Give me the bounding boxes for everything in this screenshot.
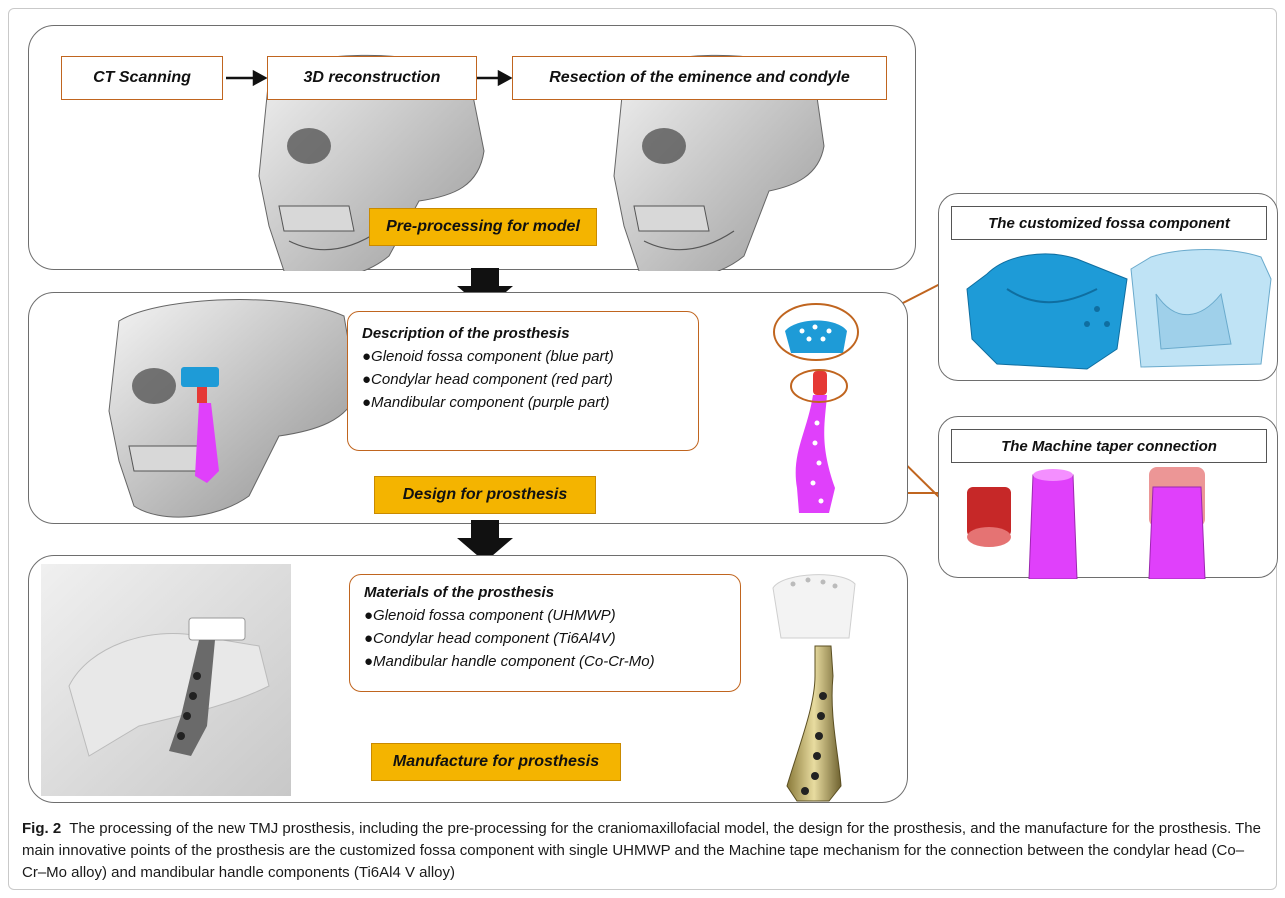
step-resection: Resection of the eminence and condyle bbox=[512, 56, 887, 100]
description-item: ●Mandibular component (purple part) bbox=[362, 391, 684, 414]
taper-detail-title: The Machine taper connection bbox=[951, 429, 1267, 463]
materials-box: Materials of the prosthesis ●Glenoid fos… bbox=[349, 574, 741, 692]
preprocessing-panel: CT Scanning 3D reconstruction Resection … bbox=[28, 25, 916, 270]
taper-separate-view bbox=[967, 469, 1077, 579]
prosthesis-description-box: Description of the prosthesis ●Glenoid f… bbox=[347, 311, 699, 451]
fossa-detail-title: The customized fossa component bbox=[951, 206, 1267, 240]
fossa-solid-view bbox=[967, 254, 1127, 369]
uhmwp-fossa-part bbox=[773, 575, 855, 638]
description-item: ●Glenoid fossa component (blue part) bbox=[362, 345, 684, 368]
description-title: Description of the prosthesis bbox=[362, 322, 684, 345]
prosthesis-exploded bbox=[785, 321, 847, 514]
step-ct-scanning: CT Scanning bbox=[61, 56, 223, 100]
materials-item: ●Mandibular handle component (Co-Cr-Mo) bbox=[364, 650, 726, 673]
metal-mandibular-part bbox=[787, 646, 841, 801]
description-item: ●Condylar head component (red part) bbox=[362, 368, 684, 391]
arrow-2 bbox=[476, 72, 510, 84]
caption-text: The processing of the new TMJ prosthesis… bbox=[22, 820, 1261, 881]
step-3d-reconstruction: 3D reconstruction bbox=[267, 56, 477, 100]
materials-item: ●Glenoid fossa component (UHMWP) bbox=[364, 604, 726, 627]
manufactured-model-photo bbox=[41, 564, 291, 796]
figure-caption: Fig. 2 The processing of the new TMJ pro… bbox=[22, 818, 1267, 884]
taper-detail-panel: The Machine taper connection bbox=[938, 416, 1278, 578]
figure-label: Fig. 2 bbox=[22, 820, 61, 837]
fossa-detail-panel: The customized fossa component bbox=[938, 193, 1278, 381]
manufacture-panel: Materials of the prosthesis ●Glenoid fos… bbox=[28, 555, 908, 803]
stage-label-preprocessing: Pre-processing for model bbox=[369, 208, 597, 246]
skull-with-prosthesis bbox=[109, 300, 357, 518]
stage-label-design: Design for prosthesis bbox=[374, 476, 596, 514]
stage-label-manufacture: Manufacture for prosthesis bbox=[371, 743, 621, 781]
taper-connected-view bbox=[1149, 467, 1205, 579]
fossa-transparent-view bbox=[1131, 250, 1271, 368]
arrow-1 bbox=[226, 72, 265, 84]
design-panel: Description of the prosthesis ●Glenoid f… bbox=[28, 292, 908, 524]
materials-title: Materials of the prosthesis bbox=[364, 581, 726, 604]
materials-item: ●Condylar head component (Ti6Al4V) bbox=[364, 627, 726, 650]
